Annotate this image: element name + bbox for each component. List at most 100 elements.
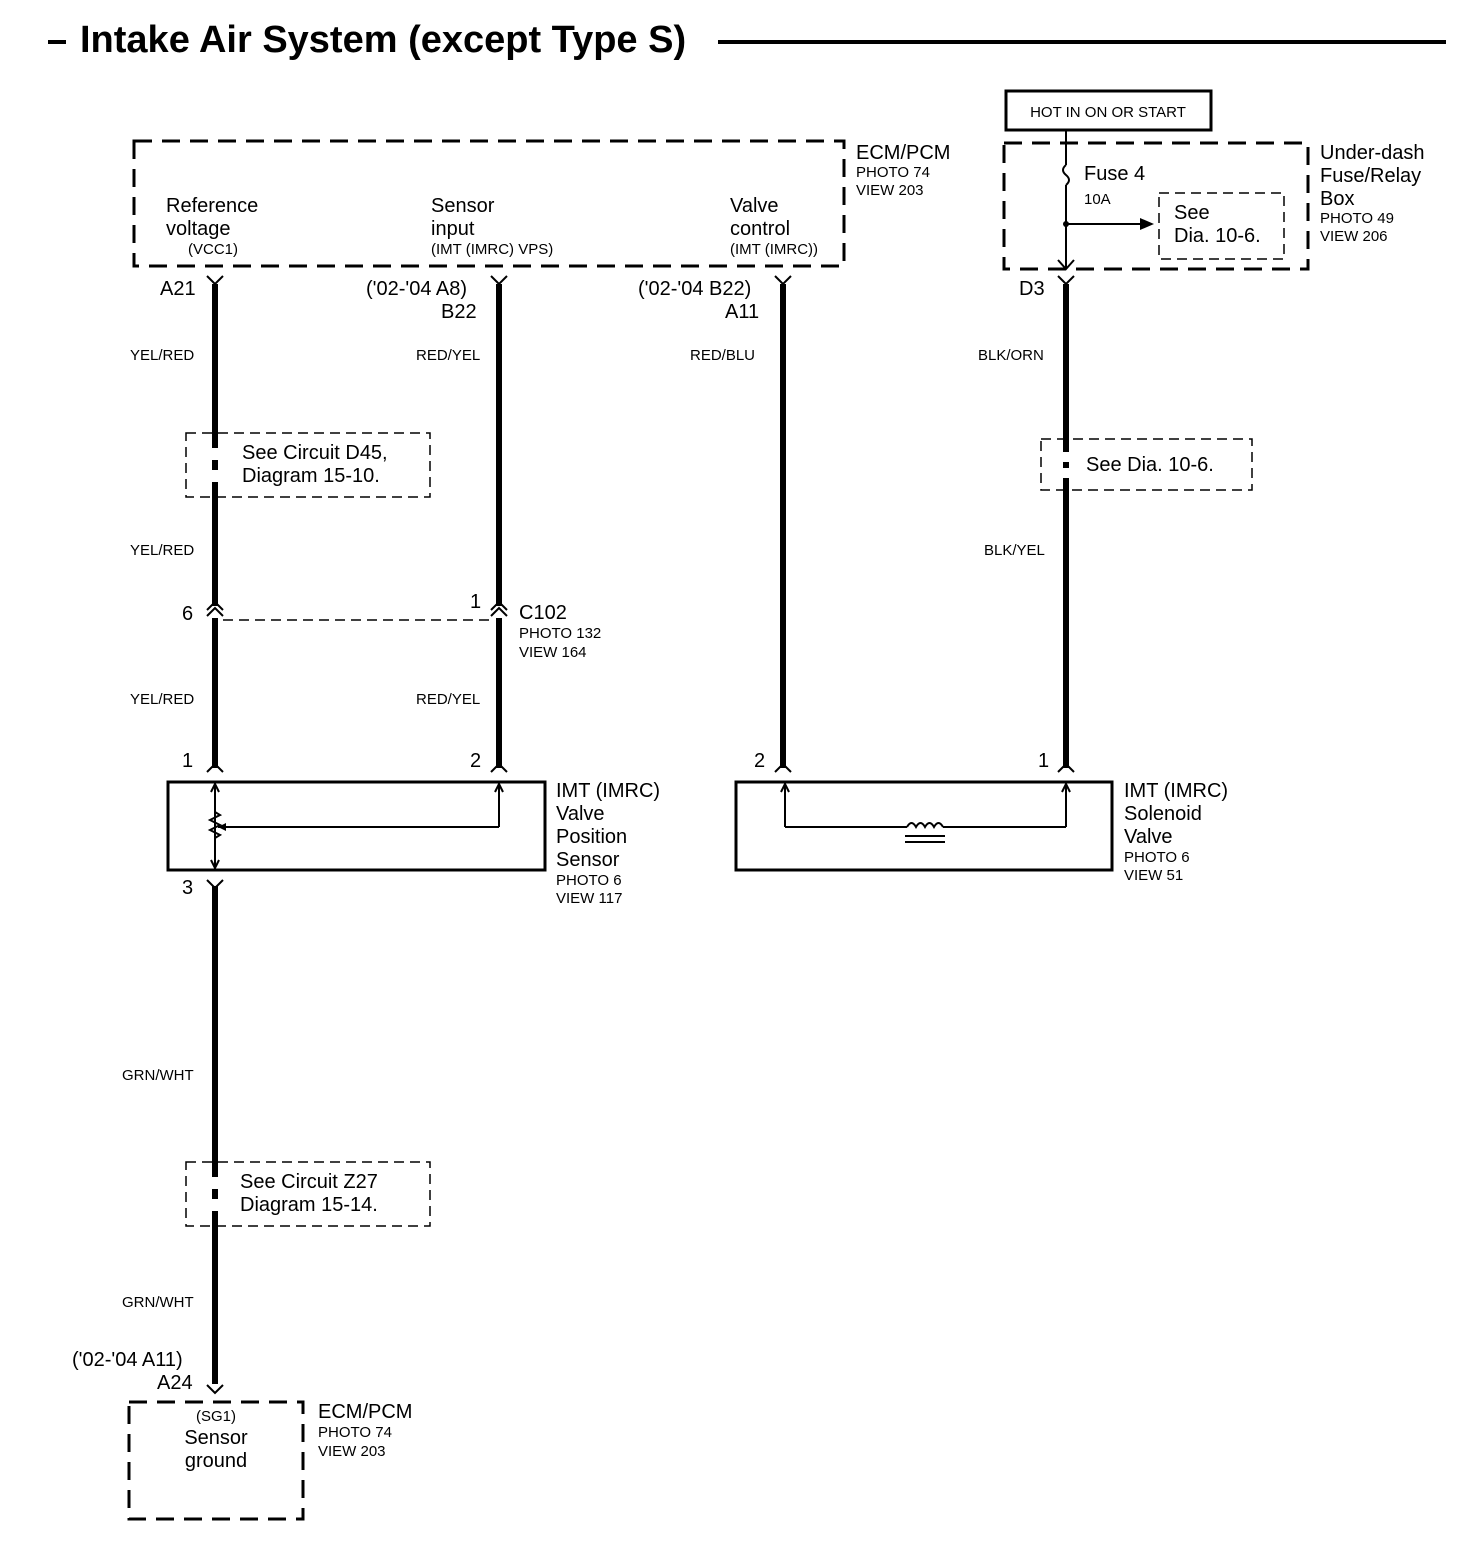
z27-gap-1 bbox=[208, 1177, 222, 1189]
vps-pin3-arrow bbox=[210, 859, 220, 869]
c102-photo: PHOTO 132 bbox=[519, 625, 601, 642]
ecm-top-view: VIEW 203 bbox=[856, 182, 924, 199]
ref-voltage-sub: (VCC1) bbox=[188, 241, 238, 258]
see-dia-10-6: See Dia. 10-6. bbox=[1086, 454, 1214, 476]
vps-pin3-terminal bbox=[206, 879, 224, 890]
wire-label-red-yel-2: RED/YEL bbox=[416, 691, 480, 708]
pin-a24: A24 bbox=[157, 1372, 193, 1394]
ecm-bottom-photo: PHOTO 74 bbox=[318, 1424, 392, 1441]
valve-position-sensor-box bbox=[166, 780, 547, 872]
pin-b22: B22 bbox=[441, 301, 477, 323]
vps-name4: Sensor bbox=[556, 849, 620, 871]
ecm-top-name: ECM/PCM bbox=[856, 142, 950, 164]
fusebox-view: VIEW 206 bbox=[1320, 228, 1388, 245]
ecm-top-photo: PHOTO 74 bbox=[856, 164, 930, 181]
c102-view: VIEW 164 bbox=[519, 644, 587, 661]
pin-a21-terminal bbox=[206, 275, 224, 286]
sol-pin2-terminal bbox=[774, 762, 792, 773]
sol-pin1-terminal bbox=[1057, 762, 1075, 773]
fusebox-name1: Under-dash bbox=[1320, 142, 1425, 164]
d45-gap-2 bbox=[208, 470, 222, 482]
ecm-bottom-view: VIEW 203 bbox=[318, 1443, 386, 1460]
wire-label-grn-wht-2: GRN/WHT bbox=[122, 1294, 194, 1311]
vps-pin2-terminal bbox=[490, 762, 508, 773]
pin-a11: A11 bbox=[725, 301, 759, 323]
pin-d3: D3 bbox=[1019, 278, 1045, 300]
wire-label-yel-red-2: YEL/RED bbox=[130, 542, 194, 559]
valve-control-line1: Valve bbox=[730, 195, 779, 217]
ref-voltage-line2: voltage bbox=[166, 218, 231, 240]
sol-photo: PHOTO 6 bbox=[1124, 849, 1190, 866]
fuse-label: Fuse 4 bbox=[1084, 163, 1145, 185]
hot-in-box bbox=[1004, 89, 1213, 132]
pin-b22-alt: ('02-'04 A8) bbox=[366, 278, 467, 300]
c102-pin6: 6 bbox=[182, 603, 193, 625]
pin-a11-terminal bbox=[774, 275, 792, 286]
vps-view: VIEW 117 bbox=[556, 890, 622, 907]
wire-label-grn-wht-1: GRN/WHT bbox=[122, 1067, 194, 1084]
sensor-ground-line2: ground bbox=[185, 1450, 247, 1472]
pin-a24-terminal bbox=[206, 1384, 224, 1395]
sensor-input-line2: input bbox=[431, 218, 475, 240]
vps-potentiometer-icon bbox=[207, 811, 223, 839]
fusebox-name2: Fuse/Relay bbox=[1320, 165, 1421, 187]
ref-voltage-line1: Reference bbox=[166, 195, 258, 217]
c102-pin1-male bbox=[490, 606, 508, 617]
ecm-pcm-box bbox=[132, 139, 846, 268]
z27-gap-2 bbox=[208, 1199, 222, 1211]
vps-wiper-arrow bbox=[218, 823, 226, 831]
wire-label-yel-red-3: YEL/RED bbox=[130, 691, 194, 708]
solenoid-valve-box bbox=[734, 780, 1114, 872]
sol-pin1: 1 bbox=[1038, 750, 1049, 772]
c102-pin1-female bbox=[490, 600, 508, 611]
c102-name: C102 bbox=[519, 602, 567, 624]
wire-label-yel-red-1: YEL/RED bbox=[130, 347, 194, 364]
c102-pin6-female bbox=[206, 600, 224, 611]
sol-name1: IMT (IMRC) bbox=[1124, 780, 1228, 802]
fuse-relay-box bbox=[1002, 141, 1310, 271]
wire-label-red-yel-1: RED/YEL bbox=[416, 347, 480, 364]
see-circuit-d45-line1: See Circuit D45, bbox=[242, 442, 388, 464]
see-dia-inner-line2: Dia. 10-6. bbox=[1174, 225, 1261, 247]
vps-pin1-arrow bbox=[210, 783, 220, 793]
fuse-amps: 10A bbox=[1084, 191, 1111, 208]
sensor-ground-sub: (SG1) bbox=[196, 1408, 236, 1425]
sol-name2: Solenoid bbox=[1124, 803, 1202, 825]
see-circuit-z27-line1: See Circuit Z27 bbox=[240, 1171, 378, 1193]
solenoid-coil-icon bbox=[906, 822, 944, 830]
vps-photo: PHOTO 6 bbox=[556, 872, 622, 889]
sensor-input-line1: Sensor bbox=[431, 195, 495, 217]
hot-in-label: HOT IN ON OR START bbox=[1030, 104, 1186, 121]
vps-pin3: 3 bbox=[182, 877, 193, 899]
ecm-bottom-name: ECM/PCM bbox=[318, 1401, 412, 1423]
vps-pin1: 1 bbox=[182, 750, 193, 772]
see-circuit-z27-line2: Diagram 15-14. bbox=[240, 1194, 378, 1216]
see-circuit-d45-box bbox=[185, 432, 431, 498]
vps-name2: Valve bbox=[556, 803, 605, 825]
wire-label-red-blu: RED/BLU bbox=[690, 347, 755, 364]
vps-pin1-terminal bbox=[206, 762, 224, 773]
sol-pin2: 2 bbox=[754, 750, 765, 772]
d45-gap-1 bbox=[208, 448, 222, 460]
valve-control-sub: (IMT (IMRC)) bbox=[730, 241, 818, 258]
pin-b22-terminal bbox=[490, 275, 508, 286]
fuse-branch-arrow bbox=[1140, 218, 1154, 230]
vps-pin2-arrow bbox=[494, 783, 504, 793]
c102-pin1: 1 bbox=[470, 591, 481, 613]
page-title: Intake Air System (except Type S) bbox=[80, 19, 686, 61]
fusebox-photo: PHOTO 49 bbox=[1320, 210, 1394, 227]
see-dia-inner-line1: See bbox=[1174, 202, 1210, 224]
sol-pin1-arrow bbox=[1061, 783, 1071, 793]
pin-a21: A21 bbox=[160, 278, 196, 300]
sensor-ground-line1: Sensor bbox=[184, 1427, 248, 1449]
fuse-down-arrow bbox=[1057, 259, 1075, 271]
vps-pin2: 2 bbox=[470, 750, 481, 772]
dia106-gap-1 bbox=[1059, 452, 1073, 462]
valve-control-line2: control bbox=[730, 218, 790, 240]
see-circuit-z27-box bbox=[185, 1161, 431, 1227]
see-dia-10-6-box bbox=[1040, 438, 1253, 491]
dia106-gap-2 bbox=[1059, 468, 1073, 478]
vps-name3: Position bbox=[556, 826, 627, 848]
sol-view: VIEW 51 bbox=[1124, 867, 1183, 884]
